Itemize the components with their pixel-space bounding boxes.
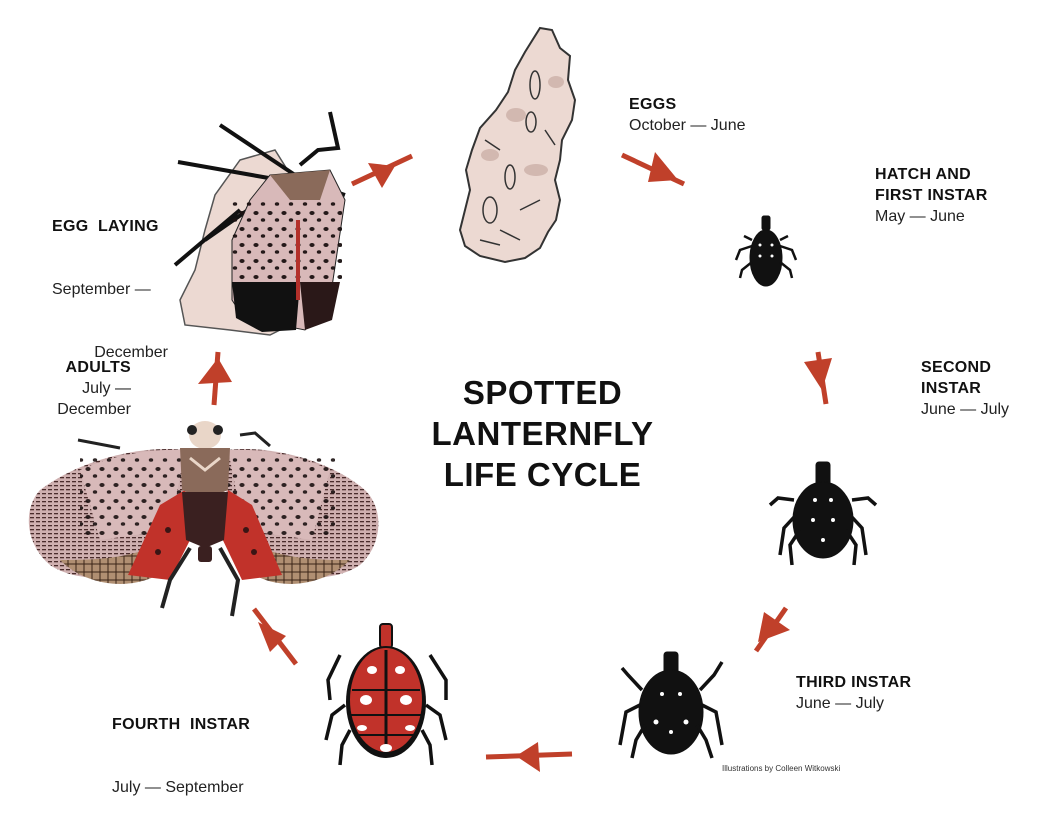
arrow-icon [485, 742, 573, 772]
egg-mass-icon [458, 26, 577, 264]
title-line: SPOTTED [462, 374, 623, 411]
stage-title: EGGS [629, 96, 677, 113]
stage-label-hatch-first-instar: HATCH AND FIRST INSTAR May — June [875, 164, 988, 227]
illustration-credit: Illustrations by Colleen Witkowski [722, 764, 841, 773]
stage-dates: July — September [112, 779, 244, 796]
title-line: LANTERNFLY [431, 415, 654, 452]
stage-dates: September — [52, 281, 151, 298]
stage-dates: May — June [875, 208, 965, 225]
arrow-icon [620, 152, 686, 187]
fourth-instar-nymph-icon [324, 623, 448, 766]
arrow-icon [252, 607, 298, 666]
stage-label-fourth-instar: FOURTH INSTAR July — September [112, 672, 250, 840]
stage-dates: October — June [629, 117, 746, 134]
stage-dates: June — July [921, 401, 1010, 418]
stage-label-adults: ADULTS July — December [30, 357, 131, 420]
stage-title: SECOND [921, 359, 992, 376]
illustration-layer [28, 26, 878, 772]
third-instar-nymph-icon [618, 651, 724, 759]
stage-title: FIRST INSTAR [875, 187, 988, 204]
stage-label-egg-laying: EGG LAYING September — December [52, 174, 168, 405]
stage-title: INSTAR [921, 380, 982, 397]
stage-label-third-instar: THIRD INSTAR June — July [796, 672, 911, 714]
stage-title: HATCH AND [875, 166, 972, 183]
stage-dates: July — [82, 380, 131, 397]
first-instar-nymph-icon [734, 215, 798, 287]
diagram-title: SPOTTED LANTERNFLY LIFE CYCLE [420, 372, 665, 495]
arrow-icon [753, 606, 790, 653]
adult-lanternfly-icon [28, 421, 379, 617]
cycle-arrows [198, 152, 832, 772]
arrow-icon [350, 153, 414, 188]
stage-label-second-instar: SECOND INSTAR June — July [921, 357, 1009, 420]
stage-title: ADULTS [65, 359, 131, 376]
stage-label-eggs: EGGS October — June [629, 94, 746, 136]
arrow-icon [198, 351, 232, 406]
arrow-icon [804, 351, 832, 405]
stage-title: EGG LAYING [52, 218, 159, 235]
lifecycle-diagram: EGGS October — June HATCH AND FIRST INST… [28, 26, 1009, 796]
second-instar-nymph-icon [768, 461, 878, 566]
egg-laying-adult-icon [173, 111, 346, 336]
stage-title: FOURTH INSTAR [112, 716, 251, 733]
title-line: LIFE CYCLE [443, 456, 642, 493]
stage-dates: December [94, 344, 168, 361]
stage-title: THIRD INSTAR [796, 674, 912, 691]
stage-dates: June — July [796, 695, 885, 712]
stage-dates: December [57, 401, 131, 418]
